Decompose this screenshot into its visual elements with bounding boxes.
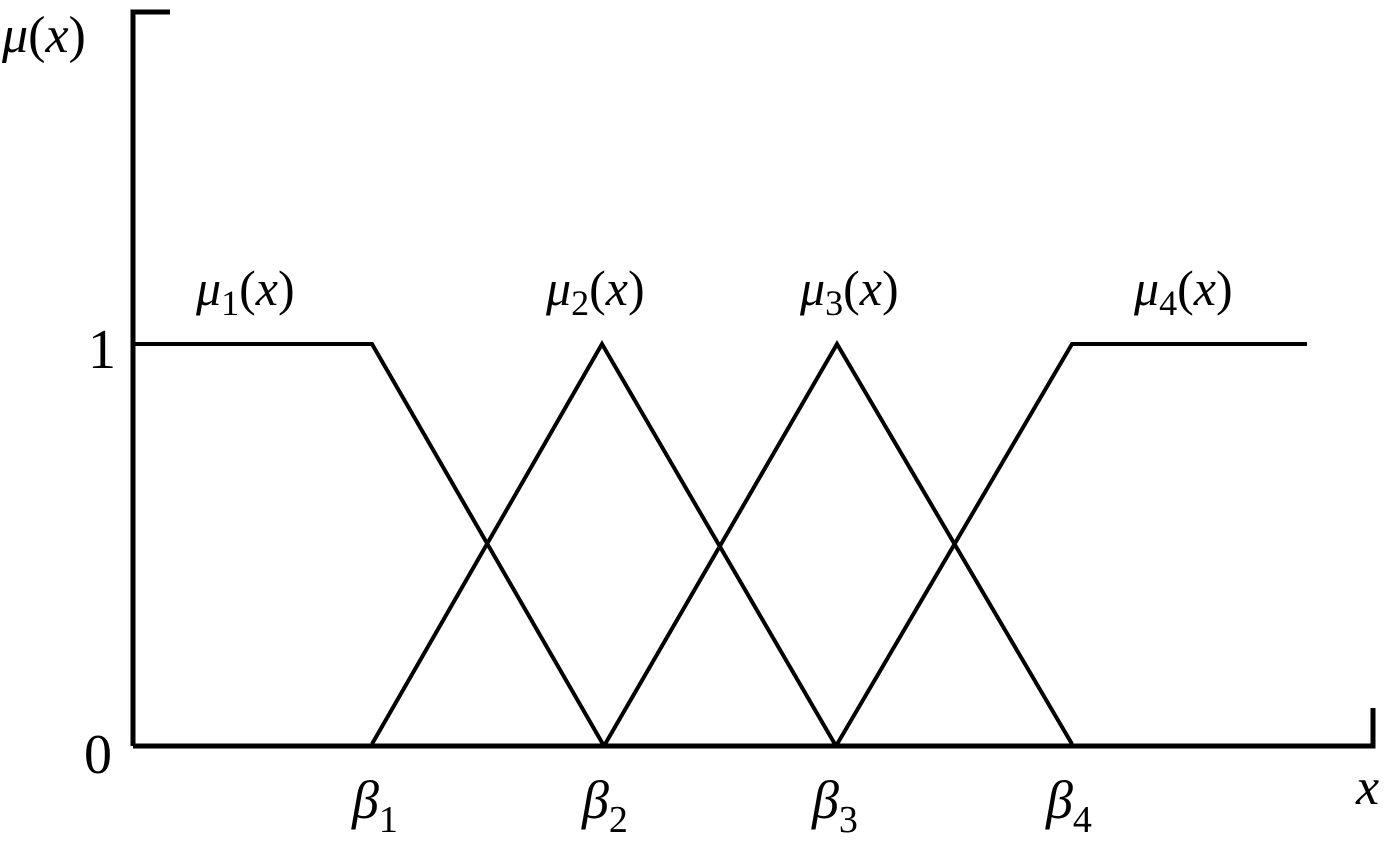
y-axis-label: μ(x)	[1, 7, 86, 64]
beta4-label: β4	[1045, 770, 1092, 841]
x-axis	[133, 708, 1376, 749]
beta2-label: β2	[581, 770, 628, 841]
y-axis	[130, 9, 170, 746]
mu4-curve	[834, 342, 1307, 748]
mu4-label: μ4(x)	[1133, 260, 1233, 323]
mu1-curve	[133, 342, 606, 747]
y-tick-one: 1	[88, 319, 116, 381]
mu3-label: μ3(x)	[799, 260, 899, 323]
beta3-label: β3	[811, 770, 858, 841]
mu2-curve	[370, 340, 838, 748]
mu2-label: μ2(x)	[545, 260, 645, 323]
beta1-label: β1	[351, 770, 398, 841]
mu3-curve	[602, 340, 1074, 748]
mu1-label: μ1(x)	[195, 260, 295, 323]
y-tick-zero: 0	[84, 724, 112, 786]
x-axis-label: x	[1355, 759, 1379, 816]
